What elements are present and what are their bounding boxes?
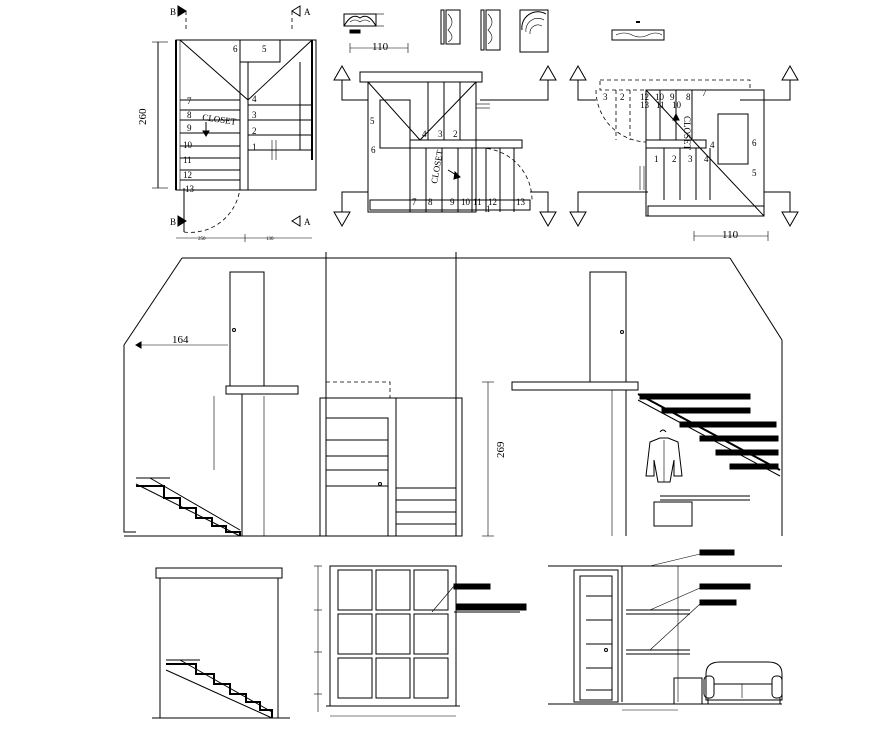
svg-text:10: 10 (672, 100, 682, 110)
plan-right-step-numbers: 3 2 12 10 9 8 7 13 11 10 2 3 4 1 4 6 5 (603, 88, 757, 178)
elevation-left: 164 (124, 271, 326, 537)
dim-269: 269 (495, 441, 507, 458)
section-marker-a-top: A (291, 5, 311, 30)
svg-text:13: 13 (185, 184, 195, 194)
svg-text:13: 13 (516, 197, 526, 207)
svg-text:9: 9 (670, 92, 675, 102)
svg-text:4: 4 (252, 94, 257, 104)
svg-text:4: 4 (704, 154, 709, 164)
svg-text:3: 3 (438, 129, 443, 139)
svg-text:2: 2 (620, 92, 625, 102)
closet-label-right: CLOSET (682, 116, 692, 151)
detail-profiles (343, 9, 665, 53)
svg-text:10: 10 (183, 140, 193, 150)
svg-text:7: 7 (702, 88, 707, 98)
svg-text:3: 3 (252, 110, 257, 120)
svg-text:10: 10 (461, 197, 471, 207)
section-marker-b-top: B (170, 5, 187, 30)
svg-text:1: 1 (654, 154, 659, 164)
svg-text:2: 2 (252, 126, 257, 136)
plan-right: 3 2 12 10 9 8 7 13 11 10 2 3 4 1 4 6 5 C… (569, 64, 799, 241)
svg-text:8: 8 (187, 110, 192, 120)
svg-text:11: 11 (183, 155, 192, 165)
svg-text:2: 2 (453, 129, 458, 139)
bottom-cabinet-elevation (314, 565, 527, 717)
svg-text:8: 8 (686, 92, 691, 102)
svg-text:7: 7 (412, 197, 417, 207)
section-marker-a-bottom: A (291, 215, 311, 227)
svg-text:5: 5 (370, 116, 375, 126)
svg-text:250: 250 (198, 237, 206, 242)
svg-text:5: 5 (752, 168, 757, 178)
elevation-middle (319, 381, 463, 537)
plan-middle: 110 6 (333, 41, 557, 228)
svg-text:11: 11 (473, 197, 482, 207)
svg-text:9: 9 (450, 197, 455, 207)
bottom-stair-section (152, 567, 290, 719)
svg-text:12: 12 (488, 197, 497, 207)
roof-outline (123, 252, 783, 536)
closet-label-middle: CLOSET (429, 149, 445, 185)
svg-text:11: 11 (656, 100, 665, 110)
svg-text:B: B (170, 217, 176, 227)
svg-text:6: 6 (371, 145, 376, 155)
plan-left: B A B A 260 (137, 5, 317, 242)
svg-text:130: 130 (266, 237, 274, 242)
svg-text:3: 3 (688, 154, 693, 164)
dim-110-right: 110 (722, 229, 739, 241)
svg-text:12: 12 (640, 92, 649, 102)
svg-text:2: 2 (672, 154, 677, 164)
sofa-icon (703, 661, 783, 704)
stair-left (135, 477, 241, 537)
svg-text:7: 7 (187, 96, 192, 106)
svg-text:A: A (304, 7, 311, 17)
svg-text:6: 6 (752, 138, 757, 148)
svg-text:6: 6 (233, 44, 238, 54)
dim-260: 260 (137, 108, 149, 125)
svg-text:4: 4 (422, 129, 427, 139)
svg-text:5: 5 (262, 44, 267, 54)
svg-text:12: 12 (183, 170, 192, 180)
svg-text:A: A (304, 217, 311, 227)
bottom-room-elevation (548, 549, 783, 711)
svg-text:1: 1 (486, 204, 491, 214)
closet-label: CLOSET (202, 112, 238, 127)
jacket-icon (645, 429, 683, 483)
section-marker-b-bottom: B (170, 215, 187, 227)
dim-164: 164 (172, 334, 189, 346)
svg-text:4: 4 (710, 140, 715, 150)
plan-middle-step-numbers: 6 5 4 3 2 7 8 9 10 11 12 13 1 (370, 116, 526, 214)
dim-110-middle: 110 (372, 41, 389, 53)
svg-text:B: B (170, 7, 176, 17)
svg-text:3: 3 (603, 92, 608, 102)
svg-text:10: 10 (655, 92, 665, 102)
svg-text:9: 9 (187, 123, 192, 133)
svg-text:1: 1 (252, 142, 257, 152)
svg-text:8: 8 (428, 197, 433, 207)
plan-left-step-numbers: 6 5 7 8 9 10 11 12 13 4 3 2 1 (183, 44, 267, 194)
svg-text:13: 13 (640, 100, 650, 110)
elevation-right: 269 (482, 271, 781, 537)
